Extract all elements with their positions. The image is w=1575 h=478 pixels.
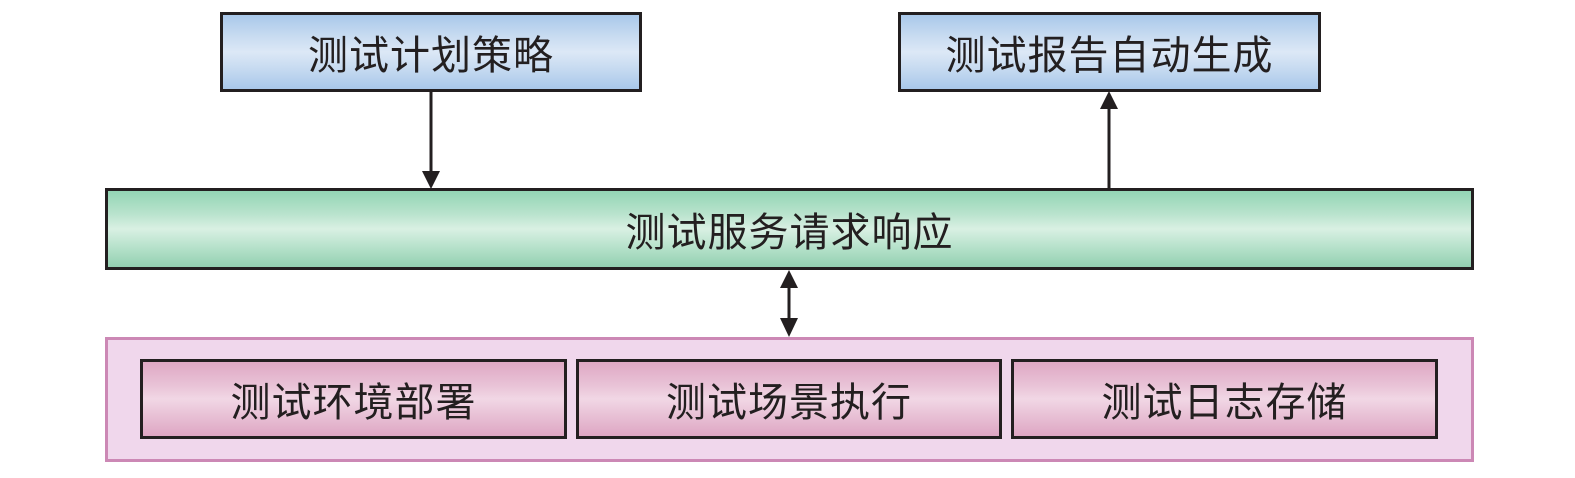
arrow-plan-to-service [422,92,440,189]
arrow-head-down-icon [780,318,798,337]
test-report-generation-box: 测试报告自动生成 [898,12,1321,92]
arrow-head-up-icon [1100,91,1118,109]
test-environment-deploy-label: 测试环境部署 [230,380,477,426]
test-service-request-response-label: 测试服务请求响应 [625,210,954,256]
test-service-request-response-bar: 测试服务请求响应 [105,188,1474,270]
arrow-service-bottom-bidirectional [780,270,798,337]
test-scenario-execute-label: 测试场景执行 [666,380,912,426]
test-log-storage-box: 测试日志存储 [1011,359,1438,439]
test-report-generation-label: 测试报告自动生成 [945,33,1274,79]
test-plan-strategy-label: 测试计划策略 [308,33,554,79]
arrow-head-down-icon [422,171,440,189]
test-environment-deploy-box: 测试环境部署 [140,359,567,439]
arrow-head-up-icon [780,270,798,288]
test-scenario-execute-box: 测试场景执行 [576,359,1002,439]
test-log-storage-label: 测试日志存储 [1101,380,1348,426]
test-plan-strategy-box: 测试计划策略 [220,12,642,92]
arrow-service-to-report [1100,91,1118,188]
